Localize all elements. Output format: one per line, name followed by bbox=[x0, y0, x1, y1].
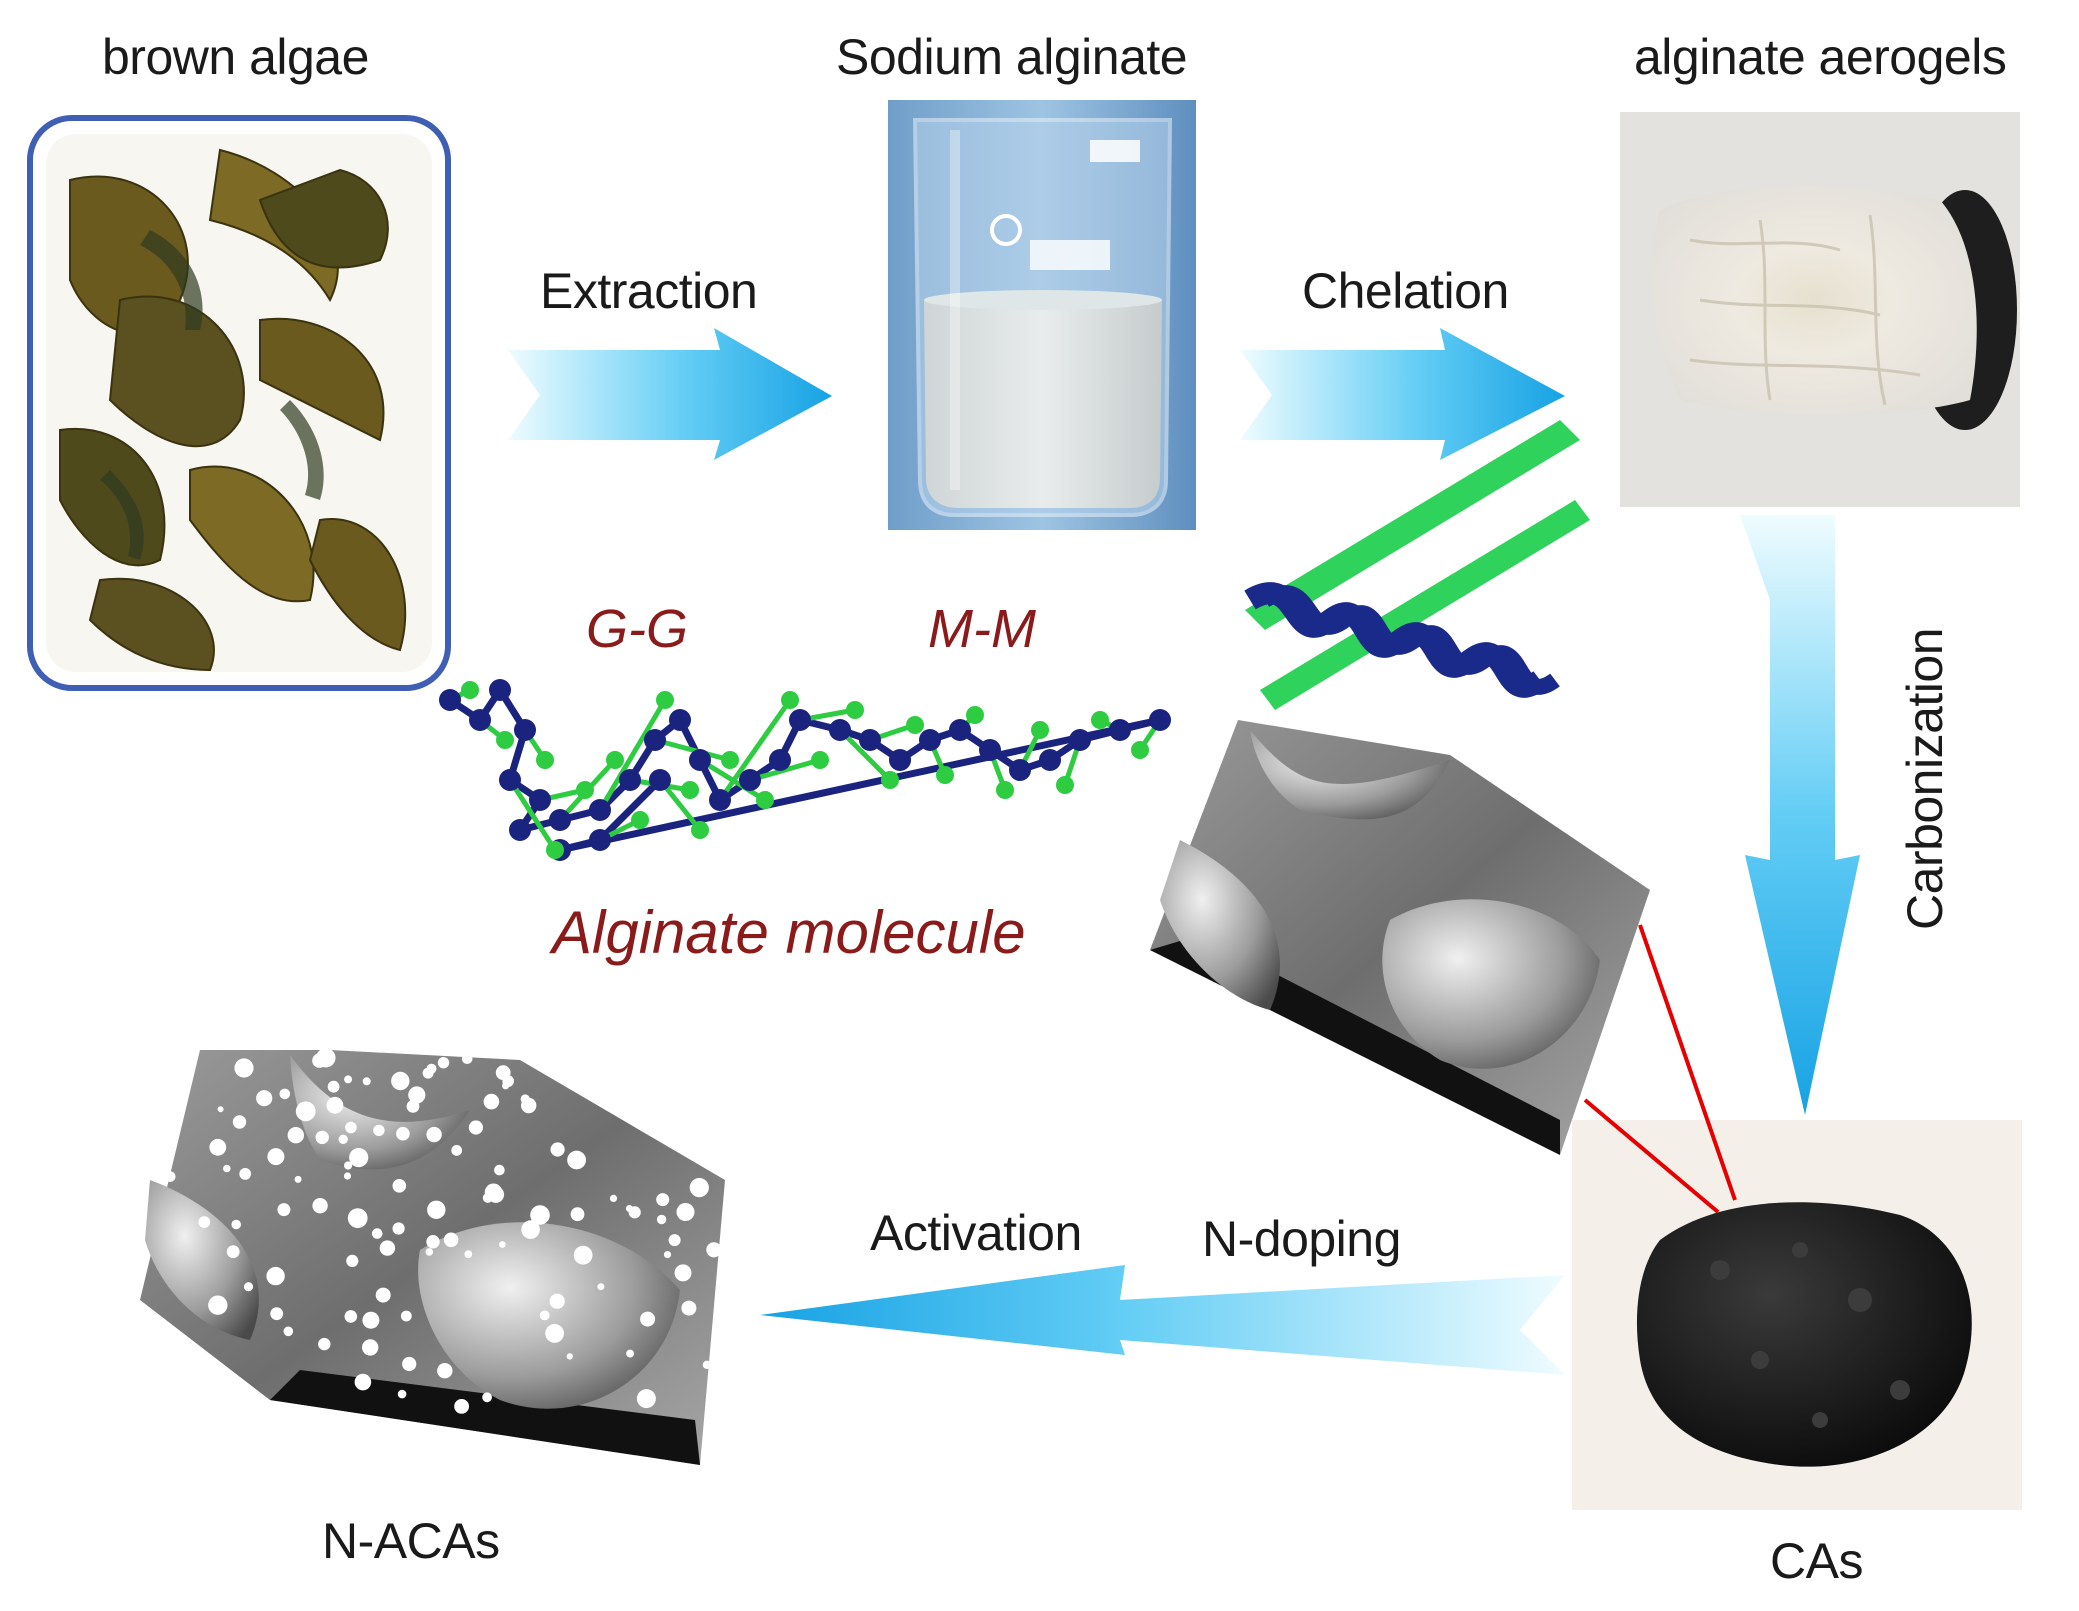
alginate-molecule-model bbox=[439, 679, 1171, 861]
carbonization-arrow bbox=[1740, 515, 1860, 1115]
process-label-carbonization: Carbonization bbox=[1897, 627, 1953, 930]
molecule-label-gg: G-G bbox=[586, 599, 688, 659]
molecule-caption: Alginate molecule bbox=[552, 899, 1026, 966]
extraction-arrow bbox=[508, 328, 832, 460]
molecule-label-mm: M-M bbox=[928, 599, 1036, 659]
activation-ndoping-arrow bbox=[760, 1265, 1565, 1375]
n-acas-model bbox=[140, 1048, 725, 1465]
process-label-chelation: Chelation bbox=[1302, 263, 1509, 319]
brown-algae-photo bbox=[27, 115, 451, 691]
sodium-alginate-photo bbox=[888, 100, 1196, 530]
connector-lines bbox=[1583, 924, 1737, 1214]
stage-label-cas: CAs bbox=[1770, 1533, 1863, 1589]
alginate-aerogels-photo bbox=[1620, 112, 2020, 507]
process-label-n-doping: N-doping bbox=[1202, 1211, 1401, 1267]
stage-label-sodium-alginate: Sodium alginate bbox=[836, 29, 1188, 85]
stage-label-alginate-aerogels: alginate aerogels bbox=[1634, 29, 2007, 85]
chelation-ribbon bbox=[1244, 420, 1590, 710]
stage-label-n-acas: N-ACAs bbox=[322, 1513, 500, 1569]
process-label-extraction: Extraction bbox=[540, 263, 758, 319]
stage-label-brown-algae: brown algae bbox=[102, 29, 369, 85]
chelation-arrow bbox=[1240, 328, 1565, 460]
cas-photo bbox=[1572, 1120, 2022, 1510]
process-label-activation: Activation bbox=[870, 1205, 1082, 1261]
pore-structure-model bbox=[1150, 720, 1650, 1155]
